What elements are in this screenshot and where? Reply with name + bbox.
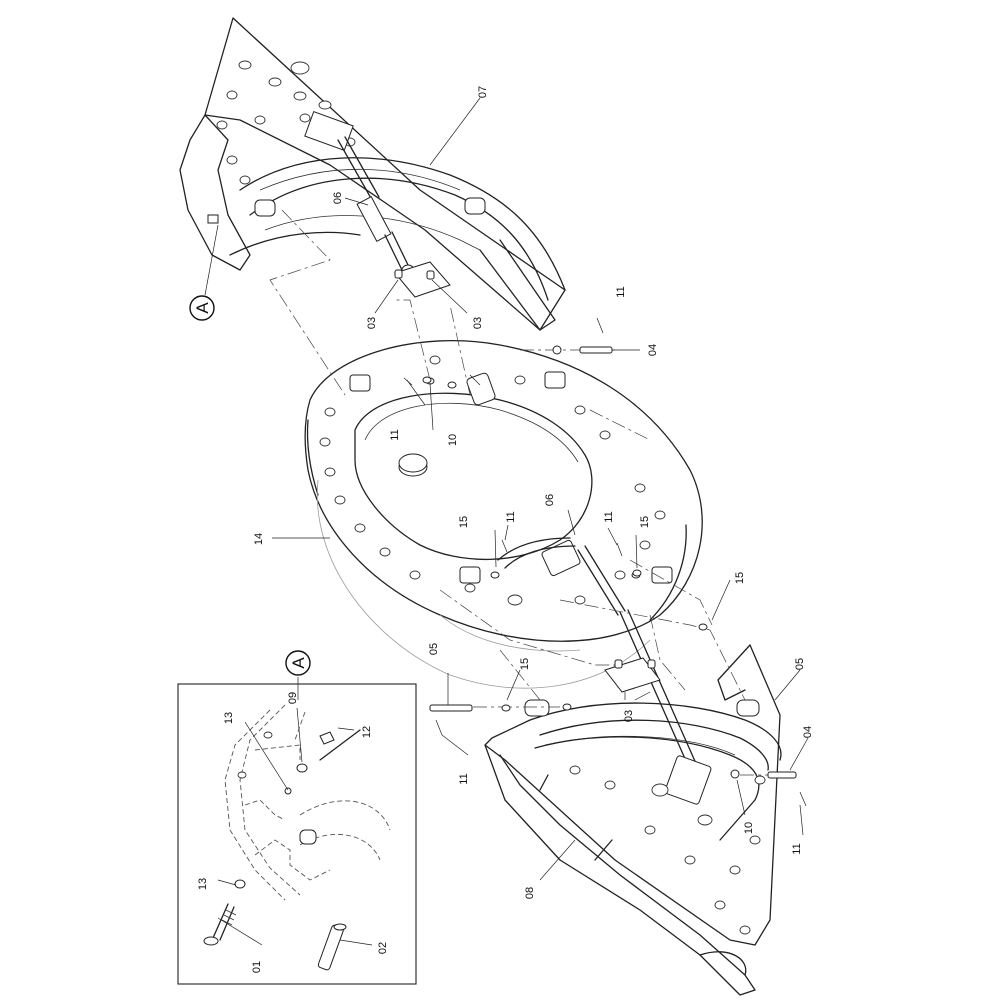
label-04-upper: 04 bbox=[647, 344, 659, 356]
label-03-upper-left: 03 bbox=[366, 317, 378, 329]
label-15-center: 15 bbox=[458, 516, 470, 528]
top-cover-part-07 bbox=[179, 17, 566, 331]
label-06-lower: 06 bbox=[544, 494, 556, 506]
label-10-upper: 10 bbox=[447, 434, 459, 446]
label-04-lower: 04 bbox=[802, 726, 814, 738]
hardware bbox=[394, 261, 807, 807]
label-12: 12 bbox=[361, 726, 373, 738]
detail-marker-a: A bbox=[289, 657, 308, 669]
label-11-upper-right: 11 bbox=[615, 286, 627, 297]
leader-lines bbox=[204, 97, 809, 946]
label-13-lower: 13 bbox=[197, 878, 209, 890]
label-03-upper-right: 03 bbox=[472, 317, 484, 329]
label-13-upper: 13 bbox=[223, 712, 235, 724]
label-07: 07 bbox=[477, 86, 489, 98]
detail-marker-box: A bbox=[285, 650, 311, 676]
detail-marker-top: A bbox=[189, 295, 215, 321]
label-05-left: 05 bbox=[428, 643, 440, 655]
label-15-lower: 15 bbox=[519, 658, 531, 670]
label-05-right: 05 bbox=[794, 658, 806, 670]
label-11-center-right: 11 bbox=[603, 511, 615, 522]
label-15-center-right: 15 bbox=[639, 516, 651, 528]
label-01: 01 bbox=[251, 961, 263, 973]
label-11-lower-right: 11 bbox=[791, 843, 803, 854]
label-02: 02 bbox=[377, 942, 389, 954]
detail-view-a bbox=[177, 683, 417, 985]
label-08: 08 bbox=[524, 887, 536, 899]
label-14: 14 bbox=[253, 533, 265, 545]
label-15-right: 15 bbox=[734, 572, 746, 584]
detail-marker-a-ref: A bbox=[193, 302, 212, 314]
explode-lines bbox=[269, 209, 795, 776]
label-03-lower: 03 bbox=[623, 710, 635, 722]
center-plate bbox=[304, 339, 703, 771]
part-labels: 07 06 03 03 11 04 11 10 14 06 15 11 11 1… bbox=[197, 86, 814, 973]
label-06-upper: 06 bbox=[332, 192, 344, 204]
label-09: 09 bbox=[287, 692, 299, 704]
label-11-upper-left: 11 bbox=[389, 429, 401, 440]
label-11-lower-left: 11 bbox=[458, 773, 470, 784]
label-11-center: 11 bbox=[505, 511, 517, 522]
bottom-cover-part-08 bbox=[484, 644, 782, 996]
label-10-lower: 10 bbox=[743, 822, 755, 834]
